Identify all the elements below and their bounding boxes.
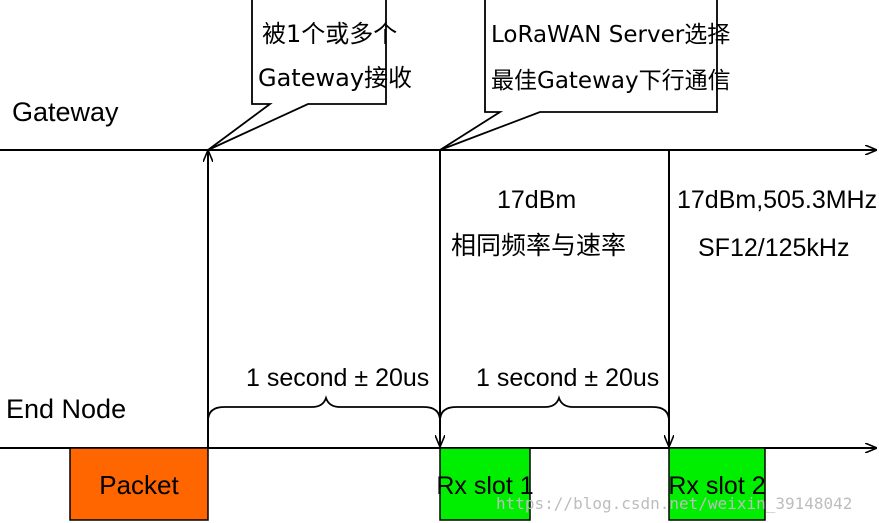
first-delay-brace (207, 395, 441, 422)
end-node-lane-label: End Node (6, 394, 126, 424)
rx2-datarate-label: SF12/125kHz (698, 234, 849, 262)
server-select-callout-line-2: 最佳Gateway下行通信 (491, 68, 731, 94)
gateway-lane-label: Gateway (12, 97, 119, 127)
packet-box: Packet (69, 447, 209, 521)
rx-slot-1-label: Rx slot 1 (436, 472, 533, 500)
rx1-rate-label: 相同频率与速率 (451, 231, 626, 260)
second-delay-label: 1 second ± 20us (476, 364, 659, 392)
rx2-frequency-label: 17dBm,505.3MHz (677, 186, 877, 214)
server-select-callout: LoRaWAN Server选择 最佳Gateway下行通信 (439, 0, 731, 151)
rx-slot-1-fill (439, 447, 531, 521)
second-delay-brace (439, 395, 670, 422)
rx-slot-1-box: Rx slot 1 (436, 447, 534, 521)
received-callout-line-2: Gateway接收 (258, 64, 412, 92)
watermark-text: https://blog.csdn.net/weixin_39148042 (496, 494, 852, 513)
received-callout: 被1个或多个 Gateway接收 (207, 0, 412, 151)
rx-slot-2-label: Rx slot 2 (668, 472, 765, 500)
packet-label: Packet (99, 470, 179, 500)
server-select-callout-line-1: LoRaWAN Server选择 (491, 22, 730, 48)
rx-slot-2-box: Rx slot 2 (668, 447, 766, 521)
received-callout-line-1: 被1个或多个 (262, 20, 397, 48)
first-delay-label: 1 second ± 20us (246, 364, 429, 392)
packet-box-fill (69, 447, 209, 521)
rx-slot-2-fill (668, 447, 766, 521)
rx1-power-label: 17dBm (497, 186, 576, 214)
